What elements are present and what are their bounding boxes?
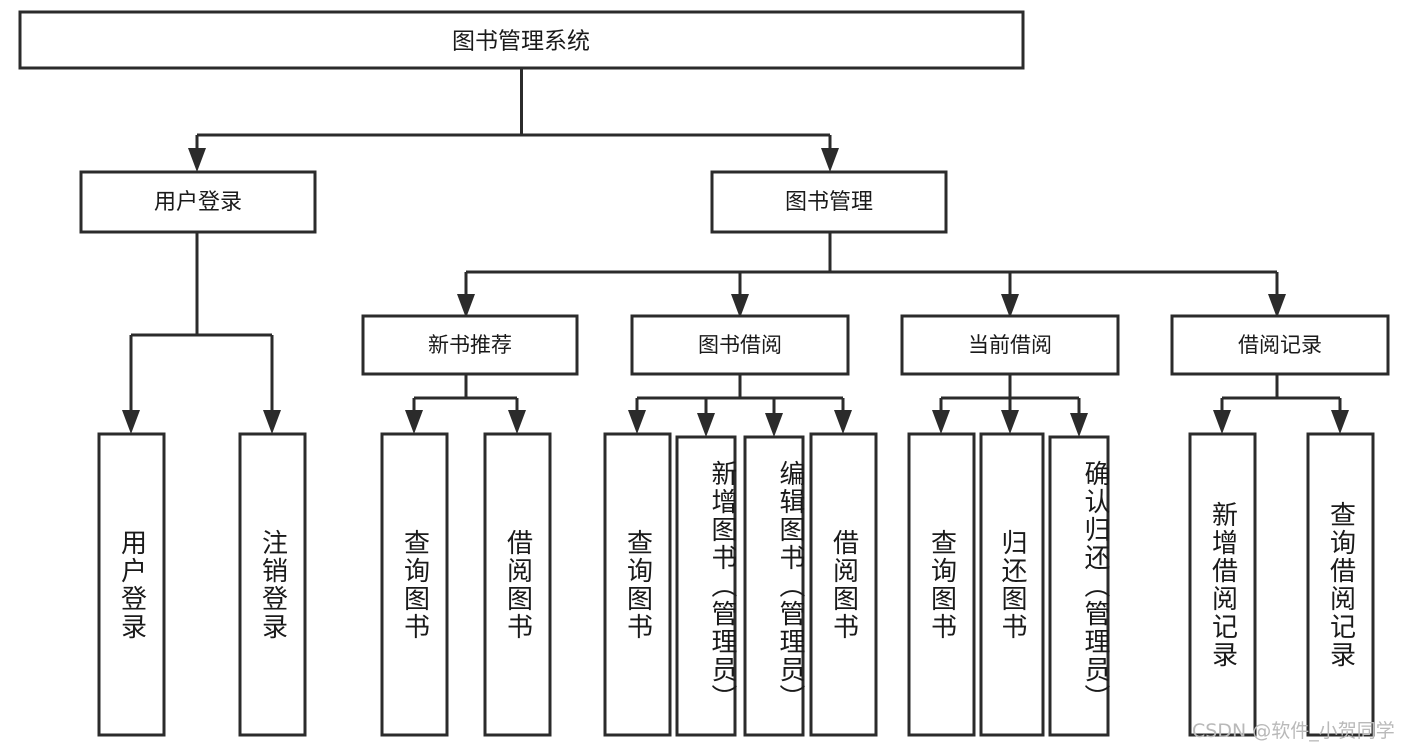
arrow-head-borrow-record bbox=[1268, 294, 1286, 318]
arrow-head-new-book bbox=[457, 294, 475, 318]
arrow-head-book-borrow bbox=[731, 294, 749, 318]
node-leaf-query-book-3-box[interactable] bbox=[907, 432, 976, 737]
node-book-management-box[interactable] bbox=[710, 170, 948, 234]
node-book-management-label: 图书管理 bbox=[785, 190, 873, 215]
arrow-head-bookborrow-leaf-1 bbox=[628, 410, 646, 434]
node-borrow-record-label: 借阅记录 bbox=[1238, 333, 1322, 357]
node-leaf-edit-book-admin-box[interactable] bbox=[743, 435, 805, 737]
node-borrow-record-box[interactable] bbox=[1170, 314, 1390, 376]
node-book-borrow-box[interactable] bbox=[630, 314, 850, 376]
node-current-borrow-label: 当前借阅 bbox=[968, 333, 1052, 357]
arrow-head-currentborrow-leaf-2 bbox=[1001, 410, 1019, 434]
arrow-head-currentborrow-leaf-1 bbox=[932, 410, 950, 434]
arrow-head-bookborrow-leaf-2 bbox=[697, 413, 715, 437]
node-leaf-query-book-1-box[interactable] bbox=[380, 432, 449, 737]
node-new-book-recommend-label: 新书推荐 bbox=[428, 333, 512, 357]
arrow-head-borrowrecord-leaf-2 bbox=[1331, 410, 1349, 434]
node-root-box[interactable] bbox=[18, 10, 1025, 70]
node-user-login-label: 用户登录 bbox=[154, 190, 242, 215]
node-root-label: 图书管理系统 bbox=[452, 29, 590, 55]
node-leaf-confirm-return-admin-box[interactable] bbox=[1048, 435, 1110, 737]
node-leaf-user-login-box[interactable] bbox=[97, 432, 166, 737]
arrow-head-leaf-logout bbox=[263, 410, 281, 434]
arrow-head-newbook-leaf-2 bbox=[508, 410, 526, 434]
node-leaf-query-book-2-box[interactable] bbox=[603, 432, 672, 737]
node-leaf-borrow-book-1-box[interactable] bbox=[483, 432, 552, 737]
node-leaf-return-book-box[interactable] bbox=[979, 432, 1045, 737]
node-user-login-box[interactable] bbox=[79, 170, 317, 234]
arrow-head-current-borrow bbox=[1001, 294, 1019, 318]
arrow-head-leaf-user-login bbox=[122, 410, 140, 434]
node-leaf-logout-box[interactable] bbox=[238, 432, 307, 737]
arrow-head-bookborrow-leaf-4 bbox=[834, 410, 852, 434]
node-leaf-add-borrow-record-box[interactable] bbox=[1188, 432, 1257, 737]
node-new-book-recommend-box[interactable] bbox=[361, 314, 579, 376]
node-layer: 图书管理系统 用户登录 图书管理 新书推荐 图书借阅 当前借阅 借阅记录 bbox=[18, 10, 1390, 737]
arrow-head-bookborrow-leaf-3 bbox=[765, 413, 783, 437]
node-leaf-borrow-book-2-box[interactable] bbox=[809, 432, 878, 737]
arrow-head-user-login bbox=[188, 148, 206, 172]
node-book-borrow-label: 图书借阅 bbox=[698, 333, 782, 357]
node-leaf-add-book-admin-box[interactable] bbox=[675, 435, 737, 737]
node-leaf-query-borrow-record-box[interactable] bbox=[1306, 432, 1375, 737]
arrow-head-book-mgmt bbox=[821, 148, 839, 172]
node-current-borrow-box[interactable] bbox=[900, 314, 1120, 376]
arrow-head-newbook-leaf-1 bbox=[405, 410, 423, 434]
arrow-head-borrowrecord-leaf-1 bbox=[1213, 410, 1231, 434]
csdn-watermark: CSDN @软件_小贺同学 bbox=[1192, 720, 1395, 742]
arrow-head-currentborrow-leaf-3 bbox=[1070, 413, 1088, 437]
connector-layer bbox=[122, 68, 1349, 437]
